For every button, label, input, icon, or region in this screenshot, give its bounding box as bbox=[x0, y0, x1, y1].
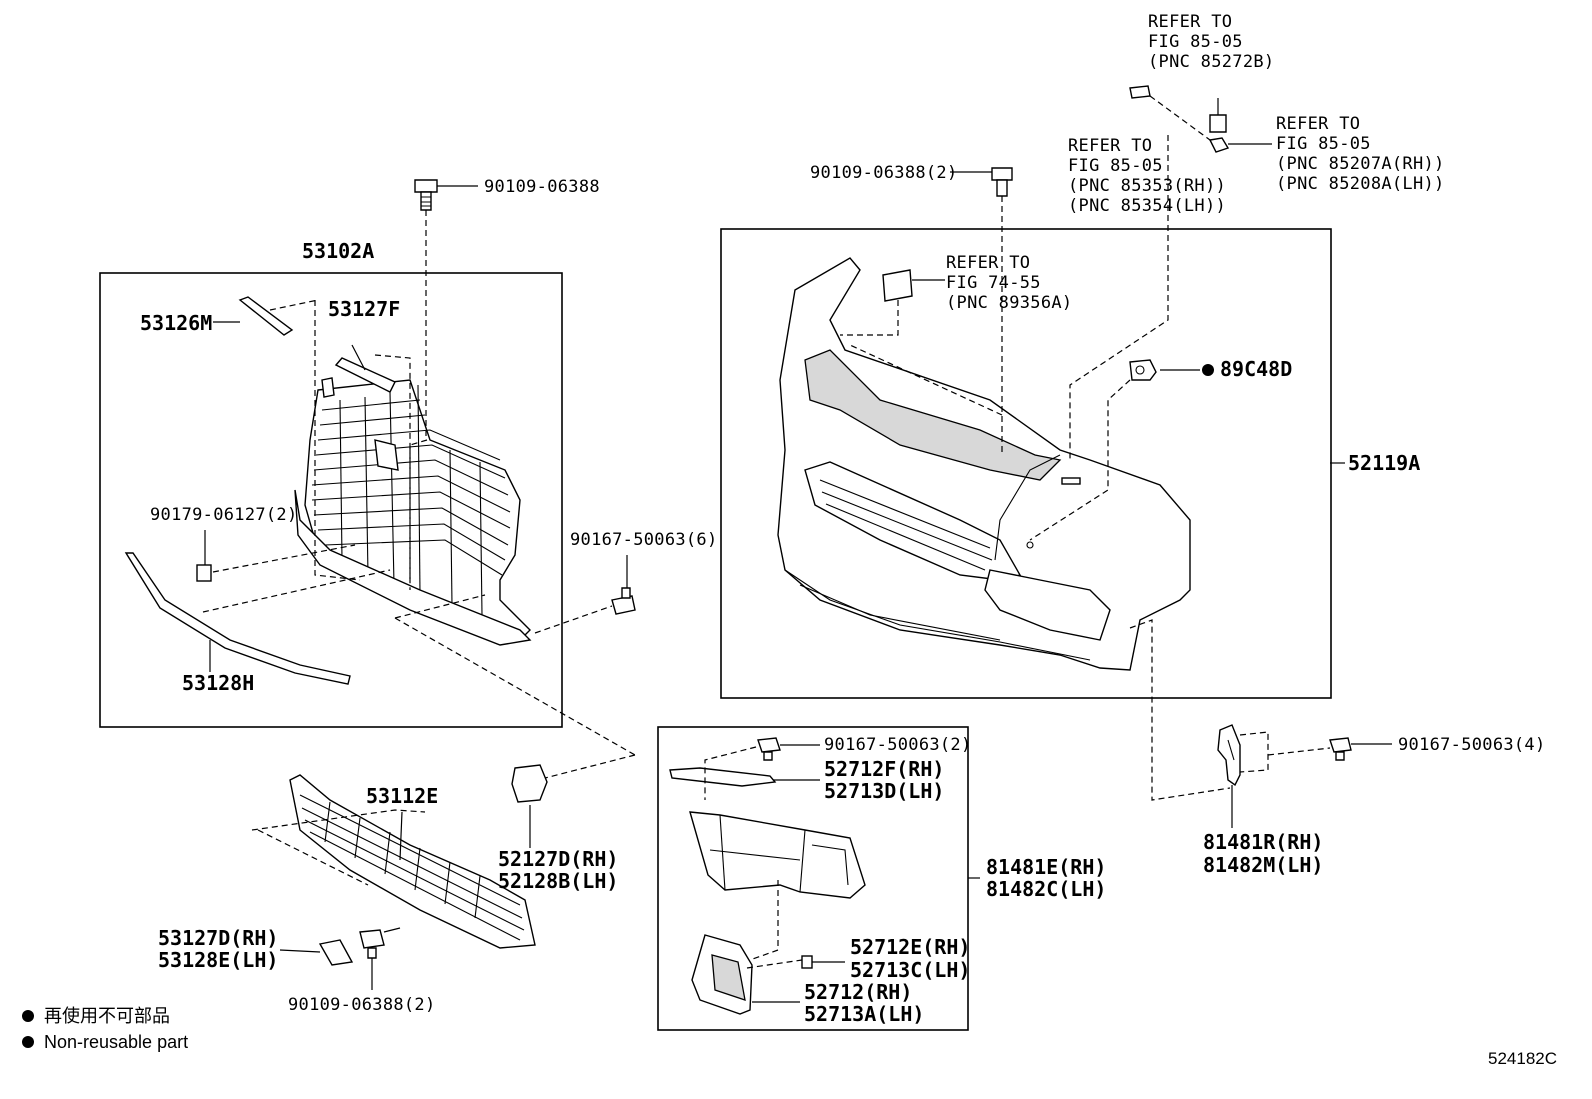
label-lower-molding: 53128H bbox=[182, 671, 254, 695]
lower-grille-drawing bbox=[289, 774, 536, 949]
emblem-strip-a-shape bbox=[238, 296, 294, 336]
label-lamp-rh: 81481E(RH) bbox=[986, 855, 1106, 879]
figure-id: 524182C bbox=[1488, 1049, 1557, 1068]
label-emblem-strip-a: 53126M bbox=[140, 311, 212, 335]
screw-right-shape bbox=[611, 587, 636, 615]
label-screw-right: 90167-50063(6) bbox=[570, 530, 718, 550]
legend-dot-en bbox=[22, 1036, 34, 1048]
bolt-top-left-shape bbox=[414, 179, 438, 211]
refer-74-55-line2: FIG 74-55 bbox=[946, 273, 1041, 293]
label-cover-rh: 53127D(RH) bbox=[158, 926, 278, 950]
lower-molding-shape bbox=[124, 552, 351, 685]
label-clip-rh: 52712E(RH) bbox=[850, 935, 970, 959]
upper-grille-drawing bbox=[294, 377, 532, 646]
label-side-screw: 90167-50063(4) bbox=[1398, 735, 1546, 755]
refer-85207-line4: (PNC 85208A(LH)) bbox=[1276, 174, 1445, 194]
label-clip: 90179-06127(2) bbox=[150, 505, 298, 525]
refer-85272-line3: (PNC 85272B) bbox=[1148, 52, 1274, 72]
label-bezel-lh: 52713A(LH) bbox=[804, 1002, 924, 1026]
label-bolt-top-right: 90109-06388(2) bbox=[810, 163, 958, 183]
label-bracket-lh: 52128B(LH) bbox=[498, 869, 618, 893]
bumper-drawing bbox=[777, 257, 1191, 671]
lower-cover-shape bbox=[318, 939, 354, 966]
label-side-bracket-rh: 81481R(RH) bbox=[1203, 830, 1323, 854]
label-lower-grille: 53112E bbox=[366, 784, 438, 808]
refer-85272-line2: FIG 85-05 bbox=[1148, 32, 1243, 52]
sensor-shape bbox=[1129, 359, 1157, 381]
lower-bracket-shape bbox=[511, 764, 548, 803]
label-bumper-assembly: 52119A bbox=[1348, 451, 1420, 475]
label-emblem-strip-b: 53127F bbox=[328, 297, 400, 321]
label-bolt-top-left: 90109-06388 bbox=[484, 177, 600, 197]
legend-jp: 再使用不可部品 bbox=[44, 1006, 170, 1026]
label-lamp-screw: 90167-50063(2) bbox=[824, 735, 972, 755]
refer-85353-line2: FIG 85-05 bbox=[1068, 156, 1163, 176]
refer-85272-line1: REFER TO bbox=[1148, 12, 1232, 32]
lamp-assembly-drawing bbox=[669, 737, 866, 1015]
side-screw-shape bbox=[1329, 737, 1352, 761]
label-moulding-rh: 52712F(RH) bbox=[824, 757, 944, 781]
refer-85272-part bbox=[1209, 114, 1227, 133]
label-bezel-rh: 52712(RH) bbox=[804, 980, 912, 1004]
non-reusable-marker-89c48d bbox=[1202, 364, 1214, 376]
label-bracket-rh: 52127D(RH) bbox=[498, 847, 618, 871]
label-sensor: 89C48D bbox=[1220, 357, 1292, 381]
refer-85353-line3: (PNC 85353(RH)) bbox=[1068, 176, 1226, 196]
refer-85207-line2: FIG 85-05 bbox=[1276, 134, 1371, 154]
refer-85207-line3: (PNC 85207A(RH)) bbox=[1276, 154, 1445, 174]
bolt-top-right-shape bbox=[991, 167, 1013, 197]
side-bracket-shape bbox=[1217, 724, 1241, 787]
refer-74-55-line1: REFER TO bbox=[946, 253, 1030, 273]
clip-shape bbox=[196, 564, 212, 582]
label-clip-lh: 52713C(LH) bbox=[850, 958, 970, 982]
upper-grille-box bbox=[99, 272, 563, 728]
refer-85353-part bbox=[1129, 85, 1151, 99]
refer-85353-line4: (PNC 85354(LH)) bbox=[1068, 196, 1226, 216]
label-moulding-lh: 52713D(LH) bbox=[824, 779, 944, 803]
label-side-bracket-lh: 81482M(LH) bbox=[1203, 853, 1323, 877]
refer-85353-line1: REFER TO bbox=[1068, 136, 1152, 156]
lower-bolt-shape bbox=[359, 929, 385, 959]
label-lower-bolt: 90109-06388(2) bbox=[288, 995, 436, 1015]
refer-85207-line1: REFER TO bbox=[1276, 114, 1360, 134]
sticker-shape bbox=[882, 269, 913, 302]
emblem-strip-b-shape bbox=[334, 357, 396, 393]
refer-85207-part bbox=[1208, 137, 1230, 153]
legend-en: Non-reusable part bbox=[44, 1032, 188, 1052]
refer-74-55-line3: (PNC 89356A) bbox=[946, 293, 1072, 313]
label-lamp-lh: 81482C(LH) bbox=[986, 877, 1106, 901]
label-cover-lh: 53128E(LH) bbox=[158, 948, 278, 972]
legend-dot-jp bbox=[22, 1010, 34, 1022]
label-upper-grille-assembly: 53102A bbox=[302, 239, 374, 263]
